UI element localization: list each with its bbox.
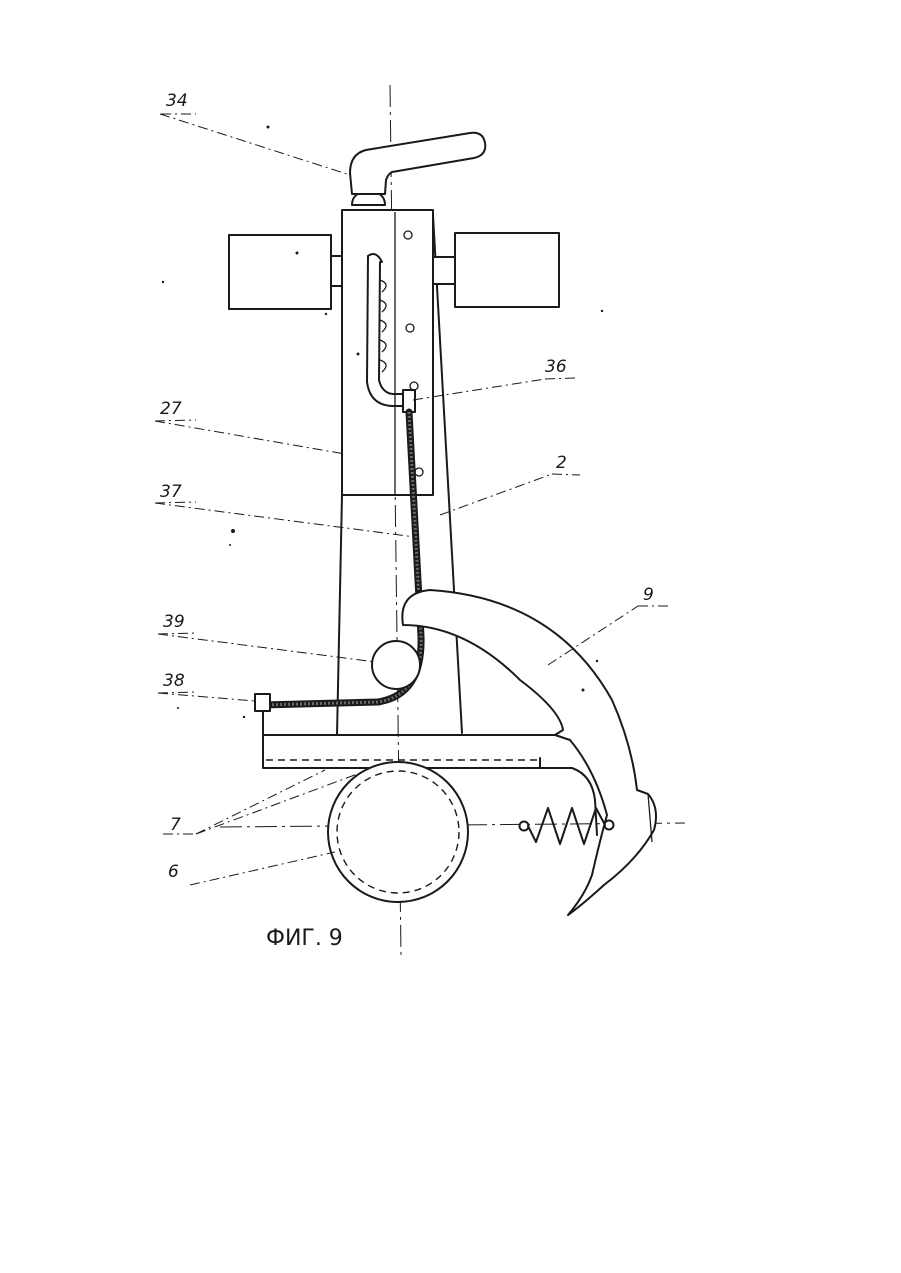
label-39: 39 (163, 612, 185, 632)
handle (350, 133, 485, 205)
connector (255, 694, 270, 711)
label-34: 34 (166, 91, 188, 111)
label-9: 9 (643, 585, 654, 605)
right-side-block (433, 233, 559, 307)
left-side-block (229, 235, 342, 309)
label-27: 27 (160, 399, 182, 419)
wheel (328, 762, 468, 902)
label-36: 36 (545, 357, 567, 377)
housing (342, 210, 433, 495)
roller (372, 641, 420, 689)
label-37: 37 (160, 482, 182, 502)
figure-caption: ФИГ. 9 (266, 926, 343, 951)
base-frame (263, 711, 563, 768)
label-2: 2 (556, 453, 567, 473)
spring (520, 808, 614, 844)
frame-hook (540, 768, 597, 835)
label-7: 7 (170, 815, 181, 835)
label-6: 6 (168, 862, 179, 882)
label-38: 38 (163, 671, 185, 691)
